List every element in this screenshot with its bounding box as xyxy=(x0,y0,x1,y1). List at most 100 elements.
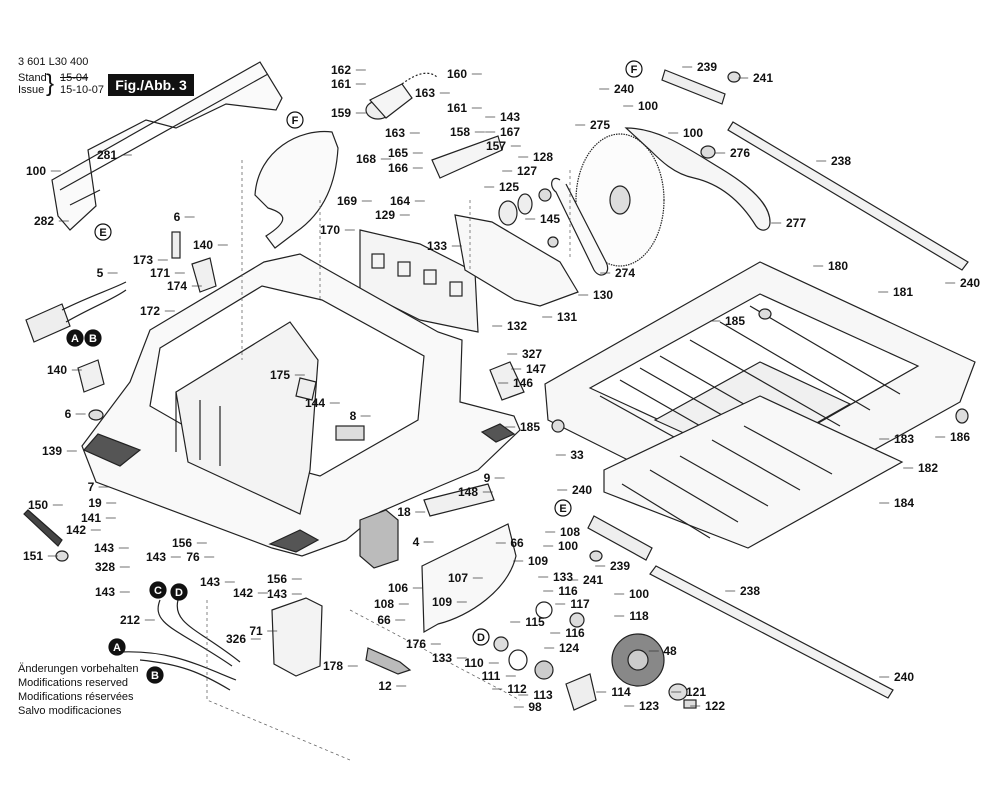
part-callout-124: 124 xyxy=(559,641,579,655)
part-callout-181: 181 xyxy=(893,285,913,299)
part-callout-240: 240 xyxy=(572,483,592,497)
part-callout-66: 66 xyxy=(377,613,391,627)
cable-harness-part xyxy=(119,599,241,691)
clip-part-3 xyxy=(489,361,525,401)
knob-part xyxy=(727,71,741,83)
stand-label: Stand xyxy=(18,72,47,84)
part-callout-275: 275 xyxy=(590,118,610,132)
part-callout-133: 133 xyxy=(427,239,447,253)
insert-plate-detail xyxy=(621,425,833,539)
part-callout-19: 19 xyxy=(88,496,102,510)
reference-circle-A: A xyxy=(66,329,84,347)
header-brace: } xyxy=(46,70,55,97)
part-callout-143: 143 xyxy=(95,585,115,599)
part-callout-143: 143 xyxy=(200,575,220,589)
footer-notes: Änderungen vorbehalten Modifications res… xyxy=(18,662,138,718)
part-callout-123: 123 xyxy=(639,699,659,713)
fence-rail-detail xyxy=(59,73,269,206)
part-callout-239: 239 xyxy=(697,60,717,74)
part-callout-145: 145 xyxy=(540,212,560,226)
guard-arm-part xyxy=(624,127,771,231)
bracket-plate-part xyxy=(431,135,503,179)
footer-note-es: Salvo modificaciones xyxy=(18,705,122,717)
part-callout-66: 66 xyxy=(510,536,524,550)
part-callout-277: 277 xyxy=(786,216,806,230)
part-callout-113: 113 xyxy=(533,688,553,702)
part-callout-158: 158 xyxy=(450,125,470,139)
part-callout-106: 106 xyxy=(388,581,408,595)
part-callout-185: 185 xyxy=(725,314,745,328)
clip-part-2 xyxy=(77,359,105,393)
part-callout-5: 5 xyxy=(97,266,104,280)
washer-part xyxy=(547,236,559,248)
svg-text:A: A xyxy=(113,642,121,654)
reference-circle-C: C xyxy=(149,581,167,599)
part-callout-157: 157 xyxy=(486,139,506,153)
part-callout-147: 147 xyxy=(526,362,546,376)
part-callout-176: 176 xyxy=(406,637,426,651)
bushing-part-2 xyxy=(683,699,697,709)
part-callout-159: 159 xyxy=(331,106,351,120)
part-callout-122: 122 xyxy=(705,699,725,713)
part-callout-239: 239 xyxy=(610,559,630,573)
part-callout-115: 115 xyxy=(525,615,545,629)
part-callout-182: 182 xyxy=(918,461,938,475)
svg-text:F: F xyxy=(292,115,299,127)
part-callout-33: 33 xyxy=(570,448,584,462)
part-callout-108: 108 xyxy=(374,597,394,611)
part-callout-144: 144 xyxy=(305,396,325,410)
dust-port-part xyxy=(365,72,439,120)
part-callout-6: 6 xyxy=(174,210,181,224)
reference-circle-D: D xyxy=(472,628,490,646)
flange-part-2 xyxy=(517,193,533,215)
part-callout-161: 161 xyxy=(331,77,351,91)
part-callout-111: 111 xyxy=(482,669,501,683)
part-callout-110: 110 xyxy=(464,656,484,670)
part-callout-238: 238 xyxy=(740,584,760,598)
part-callout-112: 112 xyxy=(507,682,527,696)
blade-housing-part xyxy=(454,214,579,307)
part-callout-240: 240 xyxy=(960,276,980,290)
part-callout-140: 140 xyxy=(193,238,213,252)
part-callout-282: 282 xyxy=(34,214,54,228)
part-callout-71: 71 xyxy=(249,624,263,638)
part-callout-109: 109 xyxy=(528,554,548,568)
part-callout-131: 131 xyxy=(557,310,577,324)
part-callout-141: 141 xyxy=(81,511,101,525)
part-callout-163: 163 xyxy=(415,86,435,100)
part-callout-172: 172 xyxy=(140,304,160,318)
bevel-bracket-part xyxy=(421,523,517,634)
fence-rail-part xyxy=(51,61,283,231)
part-callout-161: 161 xyxy=(447,101,467,115)
washer-part-3 xyxy=(493,636,509,652)
part-callout-212: 212 xyxy=(120,613,140,627)
extension-rod-top xyxy=(727,121,969,271)
document-number: 3 601 L30 400 xyxy=(18,56,89,68)
part-callout-169: 169 xyxy=(337,194,357,208)
part-callout-241: 241 xyxy=(583,573,603,587)
part-callout-143: 143 xyxy=(500,110,520,124)
belt-link-part xyxy=(551,177,609,276)
part-callout-129: 129 xyxy=(375,208,395,222)
part-callout-183: 183 xyxy=(894,432,914,446)
insert-plate-part xyxy=(603,395,904,549)
part-callout-185: 185 xyxy=(520,420,540,434)
extension-rod-bottom xyxy=(649,565,894,699)
issue-label: Issue xyxy=(18,84,45,96)
reference-circle-A: A xyxy=(108,638,126,656)
footer-note-fr: Modifications réservées xyxy=(18,691,134,703)
part-callout-7: 7 xyxy=(88,480,95,494)
part-callout-100: 100 xyxy=(558,539,578,553)
reference-circle-E: E xyxy=(94,223,112,241)
svg-text:B: B xyxy=(89,333,97,345)
part-callout-326: 326 xyxy=(226,632,246,646)
part-callout-240: 240 xyxy=(614,82,634,96)
part-callout-174: 174 xyxy=(167,279,187,293)
part-callout-146: 146 xyxy=(513,376,533,390)
part-callout-142: 142 xyxy=(233,586,253,600)
svg-text:C: C xyxy=(154,585,162,597)
part-callout-156: 156 xyxy=(267,572,287,586)
hex-key-part xyxy=(23,509,63,547)
